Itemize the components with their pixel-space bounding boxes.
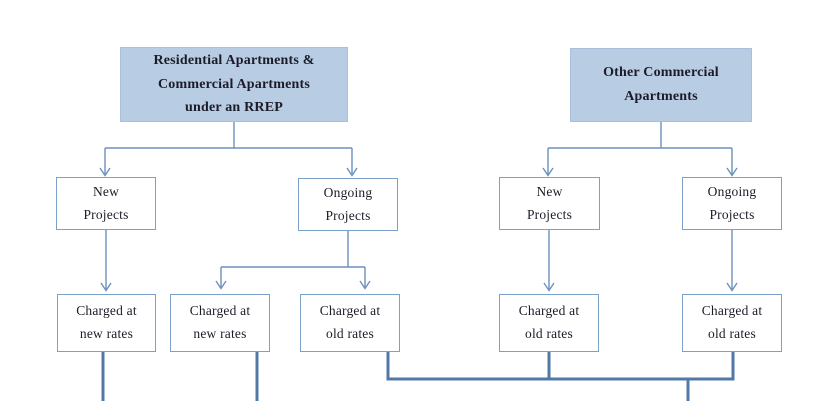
right-ongoing-projects-arrow <box>726 230 738 292</box>
right-ongoing-projects-label: Ongoing Projects <box>707 183 757 222</box>
arrowhead-icon <box>346 167 358 177</box>
right-root-branch-connector <box>542 122 738 177</box>
left-root-node: Residential Apartments & Commercial Apar… <box>120 47 348 122</box>
left-root-label: Residential Apartments & Commercial Apar… <box>153 52 315 116</box>
left-new-projects-node: New Projects <box>56 177 156 230</box>
left-new-charged-new-rates-node: Charged at new rates <box>57 294 156 352</box>
arrowhead-icon <box>215 280 227 290</box>
left-ongoing-branch-connector <box>215 231 371 290</box>
right-root-node: Other Commercial Apartments <box>570 48 752 122</box>
arrowhead-icon <box>542 167 554 177</box>
arrowhead-icon <box>726 282 738 292</box>
right-new-projects-label: New Projects <box>526 183 573 222</box>
left-new-charged-new-rates-label: Charged at new rates <box>76 303 137 341</box>
arrowhead-icon <box>726 167 738 177</box>
right-ongoing-projects-node: Ongoing Projects <box>682 177 782 230</box>
left-root-branch-connector <box>99 122 358 177</box>
right-new-charged-old-rates-label: Charged at old rates <box>518 303 580 341</box>
left-ongoing-projects-node: Ongoing Projects <box>298 178 398 231</box>
right-root-label: Other Commercial Apartments <box>603 65 719 104</box>
right-ongoing-charged-old-rates-label: Charged at old rates <box>701 303 763 341</box>
left-ongoing-charged-old-rates-node: Charged at old rates <box>300 294 400 352</box>
left-ongoing-projects-label: Ongoing Projects <box>323 184 373 223</box>
arrowhead-icon <box>359 280 371 290</box>
bottom-bus-connector <box>101 352 735 401</box>
left-ongoing-charged-old-rates-label: Charged at old rates <box>319 303 381 341</box>
arrowhead-icon <box>100 282 112 292</box>
left-new-projects-arrow <box>100 230 112 292</box>
right-ongoing-charged-old-rates-node: Charged at old rates <box>682 294 782 352</box>
left-ongoing-charged-new-rates-label: Charged at new rates <box>189 303 251 341</box>
left-ongoing-charged-new-rates-node: Charged at new rates <box>170 294 270 352</box>
right-new-charged-old-rates-node: Charged at old rates <box>499 294 599 352</box>
left-new-projects-label: New Projects <box>83 183 129 222</box>
right-new-projects-node: New Projects <box>499 177 600 230</box>
arrowhead-icon <box>99 167 111 177</box>
right-new-projects-arrow <box>543 230 555 292</box>
arrowhead-icon <box>543 282 555 292</box>
